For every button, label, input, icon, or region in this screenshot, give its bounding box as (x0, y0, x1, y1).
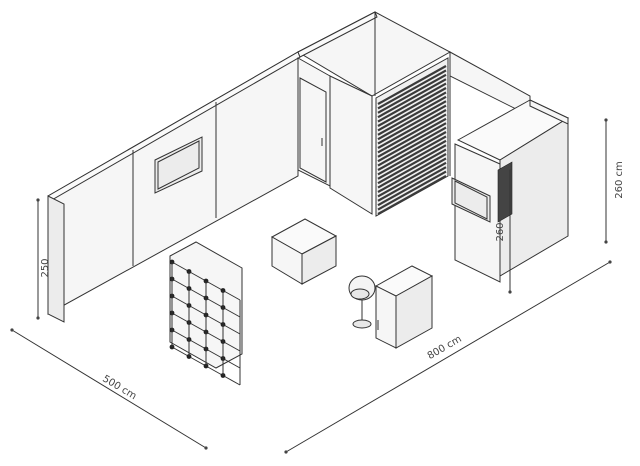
slat (377, 161, 447, 202)
slat (377, 139, 447, 180)
lattice-bar (171, 295, 190, 306)
lattice-bar (188, 356, 207, 367)
height-label-left: 250 (40, 258, 51, 277)
slat (377, 117, 447, 158)
slat (377, 113, 447, 154)
slat (377, 91, 447, 132)
slat (377, 109, 447, 149)
lattice-bar (222, 290, 241, 301)
slat (377, 100, 447, 141)
lattice-bar (171, 346, 190, 357)
lattice-bar (222, 307, 241, 318)
corner-cabin (454, 99, 570, 283)
lattice-bar (205, 314, 224, 325)
slat (377, 135, 447, 176)
slat (377, 69, 447, 110)
lattice-bar (171, 278, 190, 289)
lattice-bar (205, 297, 224, 308)
lattice-bar (188, 322, 207, 333)
wall-monitor (451, 177, 491, 223)
slat (377, 170, 447, 211)
slat (377, 104, 447, 145)
lattice-bar (205, 348, 224, 359)
swivel-chair (348, 275, 376, 329)
cube-shelf (169, 241, 243, 386)
lattice-bar (205, 280, 224, 291)
slat (377, 166, 447, 207)
slat (377, 95, 447, 136)
counter-desk (374, 265, 434, 349)
slat (377, 122, 447, 163)
slat (377, 126, 447, 167)
length-label: 800 cm (426, 334, 464, 362)
slat (377, 73, 447, 114)
dimension-height-right: 260 cm (604, 118, 625, 244)
lattice-bar (188, 288, 207, 299)
cube-seat (270, 218, 338, 285)
lattice-bar (222, 375, 241, 386)
lattice-bar (188, 305, 207, 316)
lattice-bar (222, 341, 241, 352)
slat (377, 175, 447, 215)
height-label-right: 260 cm (614, 161, 625, 199)
dimension-height-cabin: 260 (495, 166, 512, 294)
lattice-bar (205, 331, 224, 342)
width-label: 500 cm (100, 373, 138, 402)
height-label-cabin: 260 (495, 222, 506, 241)
lattice-bar (205, 365, 224, 376)
lattice-bar (171, 261, 190, 272)
slat (377, 157, 447, 198)
slat (377, 87, 447, 127)
tv-screen (154, 136, 203, 194)
lattice-bar (222, 324, 241, 335)
slat (377, 65, 447, 105)
slat (377, 153, 447, 193)
slat (377, 148, 447, 189)
slat (377, 131, 447, 171)
slat (377, 82, 447, 123)
slat (377, 78, 447, 119)
dimension-length: 800 cm (284, 260, 612, 454)
slat (377, 144, 447, 185)
lattice-bar (222, 358, 241, 369)
dimension-height-left: 250 (36, 198, 51, 320)
lattice-bar (188, 339, 207, 350)
lattice-bar (171, 312, 190, 323)
lattice-bar (188, 271, 207, 282)
slatted-wall (375, 52, 451, 217)
storage-room (296, 11, 452, 215)
lattice-bar (171, 329, 190, 340)
